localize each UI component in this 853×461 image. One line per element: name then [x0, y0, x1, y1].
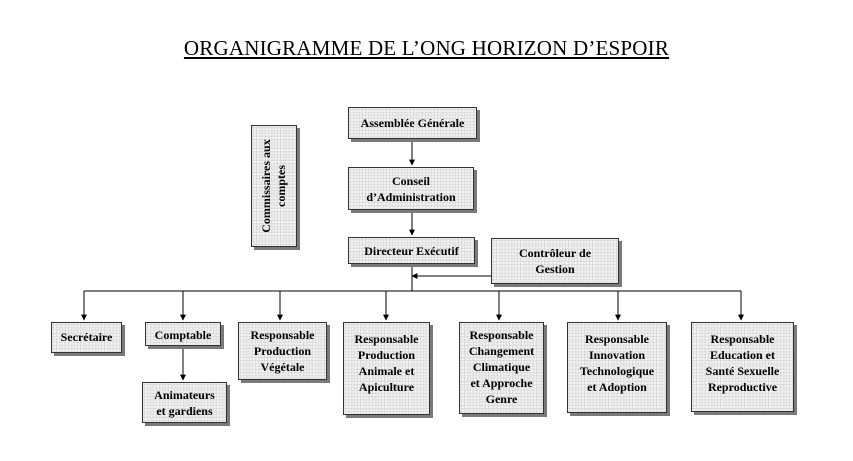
node-production-vegetale: Responsable Production Végétale [238, 322, 327, 380]
node-education-sante-sexuelle: Responsable Education et Santé Sexuelle … [691, 322, 794, 412]
node-innovation-technologique: Responsable Innovation Technologique et … [567, 322, 667, 413]
node-directeur-executif: Directeur Exécutif [348, 237, 475, 264]
node-animateurs-gardiens: Animateurs et gardiens [142, 382, 227, 423]
node-controleur-gestion: Contrôleur de Gestion [491, 238, 619, 284]
commissaires-label: Commissaires aux comptes [259, 139, 288, 233]
node-assemblee-generale: Assemblée Générale [348, 107, 477, 139]
node-commissaires-aux-comptes: Commissaires aux comptes [251, 125, 297, 247]
node-production-animale-apiculture: Responsable Production Animale et Apicul… [343, 322, 430, 415]
node-conseil-administration: Conseil d’Administration [348, 167, 474, 210]
page-title: ORGANIGRAMME DE L’ONG HORIZON D’ESPOIR [183, 36, 670, 60]
node-secretaire: Secrétaire [51, 322, 122, 353]
node-comptable: Comptable [145, 322, 221, 346]
node-changement-climatique-genre: Responsable Changement Climatique et App… [459, 322, 544, 414]
